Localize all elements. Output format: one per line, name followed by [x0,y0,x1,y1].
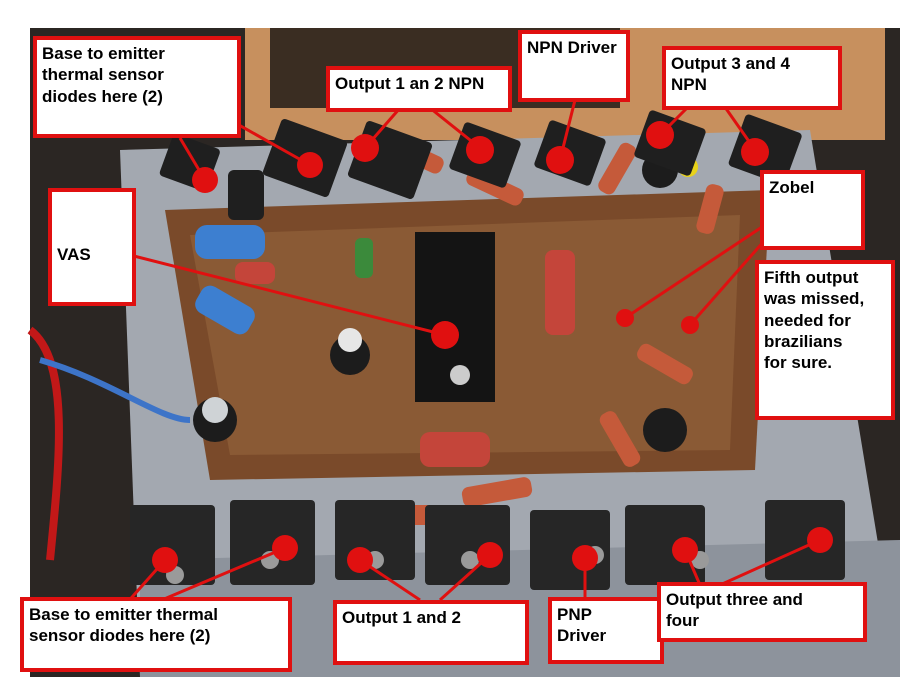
label-output-3-4-npn: Output 3 and 4 NPN [662,46,842,110]
label-output-1-2-npn: Output 1 an 2 NPN [326,66,512,112]
label-output-1-and-2: Output 1 and 2 [333,600,529,665]
label-zobel: Zobel [760,170,865,250]
label-base-emitter-bottom: Base to emitter thermal sensor diodes he… [20,597,292,672]
label-pnp-driver: PNP Driver [548,597,664,664]
film-capacitor [195,225,265,259]
annotation-pointers [123,93,833,607]
label-fifth-output: Fifth output was missed, needed for braz… [755,260,895,420]
label-base-emitter-top: Base to emitter thermal sensor diodes he… [33,36,241,138]
label-output-three-four: Output three and four [657,582,867,642]
power-resistor [545,250,575,335]
label-npn-driver: NPN Driver [518,30,630,102]
red-wire [27,326,63,561]
blue-wire [39,357,191,423]
label-vas: VAS [48,188,136,306]
